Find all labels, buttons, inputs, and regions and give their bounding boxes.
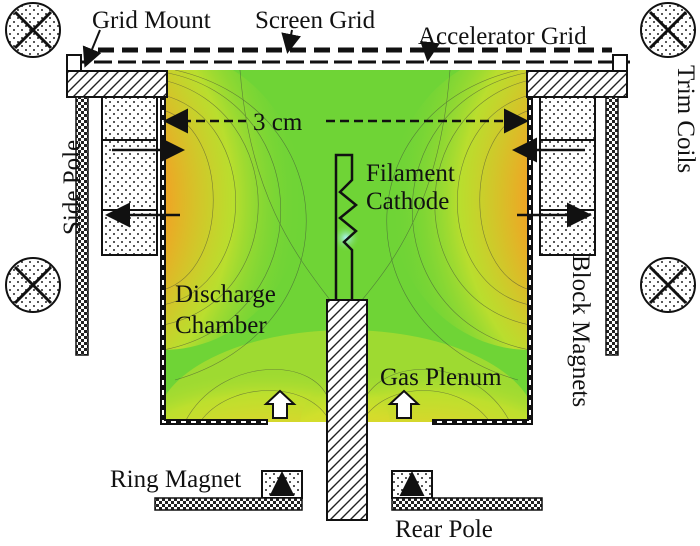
gas-plenum-tube xyxy=(326,299,368,521)
label-ring-magnet: Ring Magnet xyxy=(110,466,241,493)
block-magnets-right xyxy=(512,96,596,256)
ring-magnet-right xyxy=(391,470,433,499)
leader-lines xyxy=(82,29,440,68)
rear-pole xyxy=(154,497,543,511)
grid-mount-left xyxy=(66,54,168,98)
label-filament-line1: Filament xyxy=(366,160,455,187)
grid-mount-right xyxy=(526,54,628,98)
label-filament-line2: Cathode xyxy=(366,188,449,215)
label-discharge-line1: Discharge xyxy=(175,281,276,308)
side-pole-right xyxy=(605,96,619,356)
trim-coil-top-left xyxy=(5,2,61,58)
label-grid-mount: Grid Mount xyxy=(92,7,211,34)
filament-cathode xyxy=(334,153,358,300)
chamber-wall xyxy=(160,70,533,425)
block-magnets-left xyxy=(101,96,185,256)
gas-inlet-arrows xyxy=(263,389,421,419)
ring-magnet-left xyxy=(261,470,303,499)
side-pole-left xyxy=(75,96,89,356)
magnetic-field-plot xyxy=(163,70,530,422)
label-discharge-line2: Chamber xyxy=(175,312,267,339)
label-gas-plenum: Gas Plenum xyxy=(380,364,502,391)
label-dimension: 3 cm xyxy=(253,109,303,136)
label-side-pole: Side Pole xyxy=(59,140,86,235)
label-screen-grid: Screen Grid xyxy=(255,7,376,34)
label-rear-pole: Rear Pole xyxy=(395,516,493,543)
trim-coil-bottom-right xyxy=(640,257,696,313)
trim-coil-bottom-left xyxy=(5,257,61,313)
label-trim-coils: Trim Coils xyxy=(672,65,699,173)
label-accelerator-grid: Accelerator Grid xyxy=(418,23,587,50)
trim-coil-top-right xyxy=(640,2,696,58)
label-block-magnets: Block Magnets xyxy=(567,255,594,407)
